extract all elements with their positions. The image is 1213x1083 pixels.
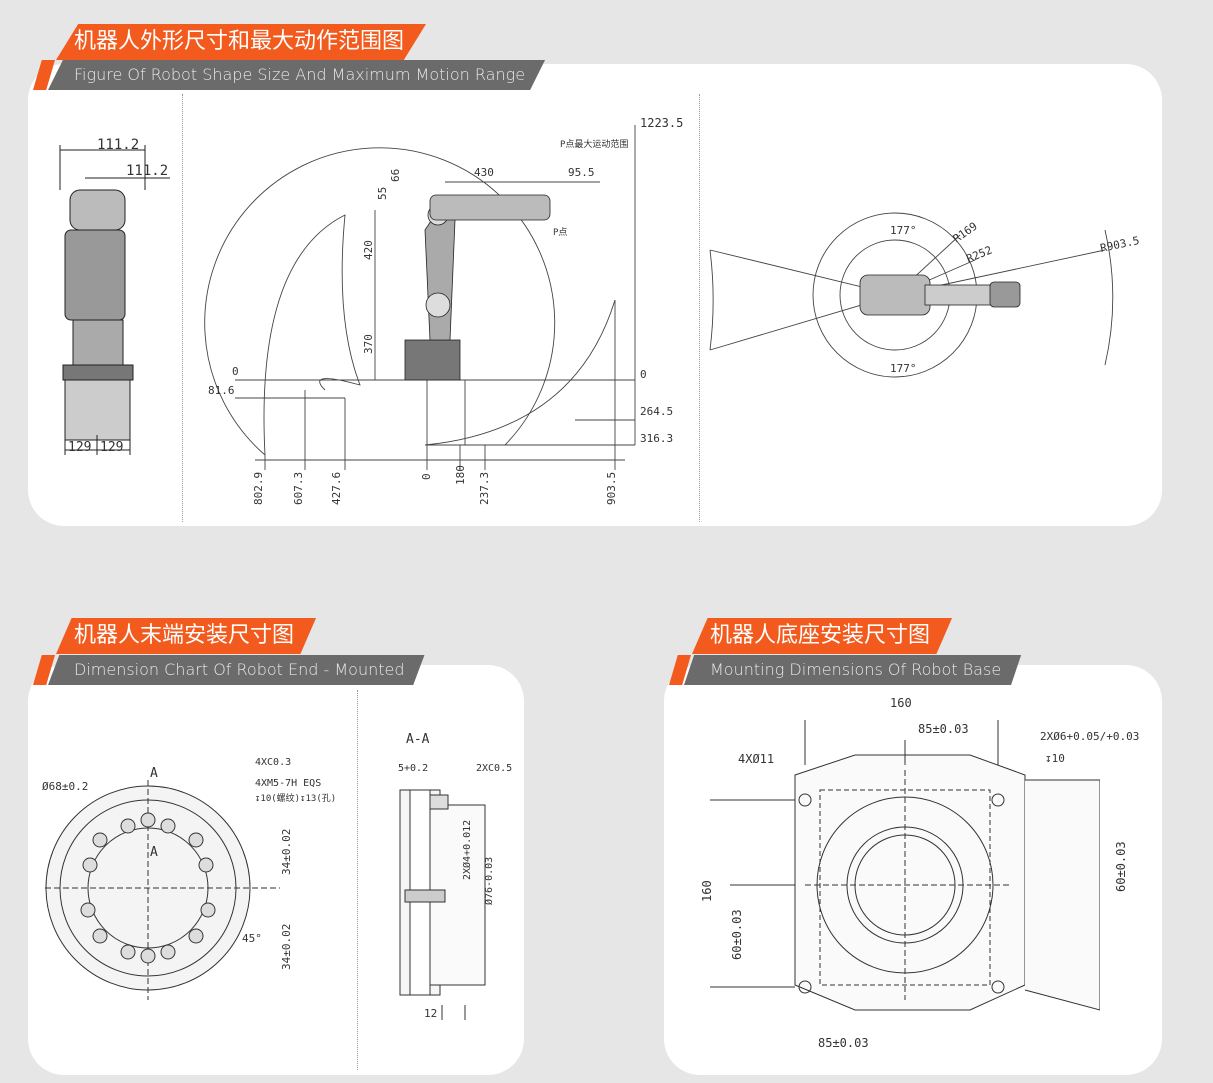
dim-129-a: 129 bbox=[68, 440, 92, 455]
thread-depth: ↧10(螺纹)↧13(孔) bbox=[255, 794, 337, 804]
base-dim-85-bottom: 85±0.03 bbox=[818, 1036, 869, 1050]
dim-34-a: 34±0.02 bbox=[280, 828, 293, 875]
tick-0: 0 bbox=[420, 473, 433, 480]
end-flange-section-drawing bbox=[399, 789, 486, 1020]
motion-range-drawing bbox=[204, 125, 636, 470]
section-mark-a-bottom: A bbox=[150, 845, 158, 860]
dim-66: 66 bbox=[389, 168, 402, 182]
base-mount-drawing bbox=[710, 720, 1100, 1011]
dim-316-3: 316.3 bbox=[640, 432, 674, 445]
dim-420: 420 bbox=[362, 240, 375, 260]
base-dim-85-top: 85±0.03 bbox=[918, 722, 969, 736]
angle-top: 177° bbox=[890, 224, 917, 237]
dim-5-tol: 5+0.2 bbox=[398, 763, 429, 774]
end-flange-front-drawing bbox=[45, 780, 280, 1000]
dim-111-2-a: 111.2 bbox=[97, 137, 140, 153]
dim-55: 55 bbox=[376, 186, 389, 200]
section3-title-en: Mounting Dimensions Of Robot Base bbox=[684, 655, 1022, 685]
tick-903-5: 903.5 bbox=[605, 471, 618, 505]
base-dim-160-left: 160 bbox=[700, 880, 714, 902]
base-dim-160-top: 160 bbox=[890, 696, 912, 710]
chamfer-2xc0-5: 2XC0.5 bbox=[476, 763, 513, 774]
separator bbox=[357, 690, 358, 1070]
dim-430: 430 bbox=[474, 166, 494, 179]
base-hole-4x11: 4XØ11 bbox=[738, 752, 775, 766]
dim-12: 12 bbox=[424, 1007, 438, 1020]
tick-607-3: 607.3 bbox=[292, 471, 305, 505]
label-p-point: P点 bbox=[553, 228, 568, 238]
base-hole-depth-10: ↧10 bbox=[1045, 752, 1065, 765]
flange-dia: Ø68±0.2 bbox=[42, 780, 89, 793]
section-title-aa: A-A bbox=[406, 732, 430, 747]
section2-title-en: Dimension Chart Of Robot End - Mounted bbox=[48, 655, 425, 685]
dia-76: Ø76-0.03 bbox=[484, 856, 495, 905]
base-hole-2x6: 2XØ6+0.05/+0.03 bbox=[1040, 730, 1140, 743]
section2-title-zh: 机器人末端安装尺寸图 bbox=[56, 618, 317, 654]
dim-1223-5: 1223.5 bbox=[640, 116, 684, 130]
dim-264-5: 264.5 bbox=[640, 405, 674, 418]
robot-side-view-drawing bbox=[59, 145, 170, 455]
separator bbox=[182, 94, 183, 522]
dim-left-zero: 0 bbox=[232, 365, 239, 378]
dim-370: 370 bbox=[362, 334, 375, 354]
section3-title-zh: 机器人底座安装尺寸图 bbox=[692, 618, 953, 654]
dim-81-6: 81.6 bbox=[208, 384, 235, 397]
hole-2x-dia4: 2XØ4+0.012 bbox=[462, 819, 473, 880]
tick-180: 180 bbox=[454, 465, 467, 485]
tick-237-3: 237.3 bbox=[478, 471, 491, 505]
section-mark-a-top: A bbox=[150, 766, 158, 781]
section1-title-zh: 机器人外形尺寸和最大动作范围图 bbox=[56, 24, 427, 60]
label-p-range: P点最大运动范围 bbox=[560, 140, 629, 150]
dim-95-5: 95.5 bbox=[568, 166, 595, 179]
dim-34-b: 34±0.02 bbox=[280, 923, 293, 970]
dim-111-2-b: 111.2 bbox=[126, 163, 169, 179]
separator bbox=[699, 94, 700, 522]
tick-802-9: 802.9 bbox=[252, 471, 265, 505]
angle-bottom: 177° bbox=[890, 362, 917, 375]
top-view-drawing bbox=[709, 212, 1114, 378]
dim-129-b: 129 bbox=[100, 440, 124, 455]
tick-427-6: 427.6 bbox=[330, 471, 343, 505]
base-dim-60-right: 60±0.03 bbox=[1114, 841, 1128, 892]
section1-title-en: Figure Of Robot Shape Size And Maximum M… bbox=[48, 60, 546, 90]
base-dim-60-left: 60±0.03 bbox=[730, 909, 744, 960]
angle-45: 45° bbox=[242, 932, 262, 945]
dim-right-zero: 0 bbox=[640, 368, 647, 381]
chamfer-4xc0-3: 4XC0.3 bbox=[255, 757, 292, 768]
thread-4xm5: 4XM5-7H EQS bbox=[255, 778, 322, 789]
